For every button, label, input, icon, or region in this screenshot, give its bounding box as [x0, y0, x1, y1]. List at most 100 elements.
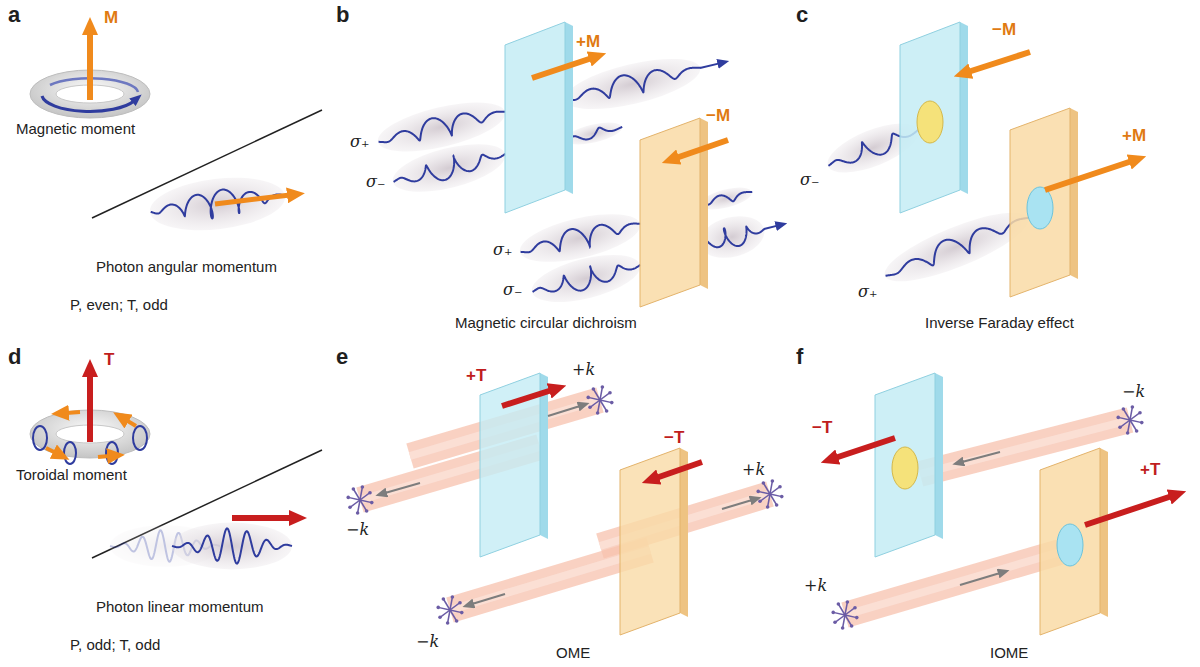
panel-letter: b: [336, 2, 349, 28]
helix-path: [521, 224, 641, 253]
toroidal-torus-part: [106, 442, 118, 464]
sample-plate-part: [917, 101, 943, 143]
sample-plate-part: [960, 22, 968, 194]
polarization-starburst-part: [1130, 420, 1137, 431]
wavevector-symbol: +k: [572, 360, 595, 379]
polarization-starburst-part: [458, 601, 462, 605]
toroidal-torus-part: [98, 456, 110, 457]
wavevector-arrow: [385, 406, 1000, 604]
polarization-starburst-part: [775, 503, 779, 507]
helix-path: [533, 265, 641, 292]
polarization-starburst: [831, 600, 858, 629]
wavevector-arrow-part: [960, 573, 1000, 585]
sample-plate-part: [935, 373, 943, 539]
sample-plate-part: [640, 118, 700, 307]
polarization-starburst-part: [608, 391, 612, 395]
moment-symbol: T: [104, 350, 114, 370]
polarization-starburst-part: [760, 494, 770, 501]
polarization-starburst-part: [1131, 405, 1135, 409]
polarization-symbol: σ₊: [350, 132, 369, 151]
sample-plate-part: [1070, 108, 1078, 279]
symmetry-note: P, odd; T, odd: [70, 636, 160, 654]
helix-path: [379, 112, 506, 143]
moment-arrow-part: [1045, 161, 1132, 190]
moment-symbol: +M: [1122, 126, 1146, 146]
magnetic-torus-part: [50, 78, 138, 92]
caption-text: Photon linear momentum: [96, 598, 264, 616]
polarization-starburst-part: [762, 481, 766, 485]
polarization-starburst-part: [778, 485, 782, 489]
polarization-starburst-part: [833, 620, 837, 624]
polarization-symbol: σ₋: [503, 280, 522, 299]
light-beam: [346, 385, 1143, 629]
packet-envelope: [388, 135, 510, 201]
polarization-starburst: [586, 385, 613, 414]
sample-plate-part: [1100, 448, 1108, 617]
toroidal-torus-part: [133, 426, 147, 450]
polarization-starburst-part: [360, 500, 367, 511]
polarization-starburst-part: [766, 505, 770, 509]
polarization-starburst-part: [346, 496, 350, 500]
sample-plate-part: [875, 373, 935, 557]
moment-arrow-part: [232, 515, 292, 521]
polarization-starburst-part: [361, 485, 365, 489]
moment-symbol: +T: [1140, 460, 1160, 480]
polarization-starburst-part: [605, 409, 609, 413]
helical-wave: [527, 246, 645, 311]
polarization-starburst-part: [831, 611, 835, 615]
panel-letter: d: [8, 344, 21, 370]
wavevector-symbol: +k: [804, 576, 827, 595]
polarization-starburst-part: [838, 604, 845, 615]
magnetic-torus-part: [87, 32, 93, 100]
polarization-starburst-part: [451, 595, 455, 599]
polarization-starburst-part: [756, 490, 760, 494]
moment-arrow-part: [532, 58, 592, 78]
polarization-symbol: σ₊: [858, 282, 877, 301]
helix-path: [394, 154, 506, 182]
polarization-starburst-part: [600, 393, 610, 400]
polarization-starburst-part: [460, 611, 464, 615]
wavevector-arrow-part: [472, 594, 505, 604]
sample-plate-part: [1027, 187, 1053, 229]
caption-text: Toroidal moment: [16, 466, 127, 484]
polarization-starburst-part: [446, 621, 450, 625]
panel-letter: f: [796, 344, 803, 370]
caption-text: OME: [556, 644, 590, 662]
polarization-starburst-part: [588, 405, 592, 409]
polarization-starburst-part: [593, 389, 600, 400]
polarization-starburst-part: [1116, 416, 1120, 420]
polarization-starburst-part: [770, 494, 777, 505]
polarization-starburst-part: [610, 401, 614, 405]
moment-arrow-part: [835, 438, 895, 458]
packet-envelope: [527, 246, 645, 311]
propagation-arrow: [700, 63, 719, 68]
helix-path: [886, 218, 1029, 276]
helix-path: [700, 192, 752, 205]
wavevector-symbol: −k: [346, 520, 369, 539]
wavevector-arrow-part: [962, 452, 1000, 462]
light-tube: [845, 552, 1060, 615]
moment-arrow-part: [502, 390, 552, 406]
sample-plate-part: [505, 22, 565, 213]
polarization-starburst-part: [586, 396, 590, 400]
polarization-starburst-part: [1138, 411, 1142, 415]
moment-arrow-part: [968, 52, 1030, 72]
polarization-starburst-part: [1120, 420, 1130, 427]
magnetic-torus: [30, 32, 150, 118]
polarization-starburst-part: [837, 602, 841, 606]
polarization-starburst-part: [353, 489, 360, 500]
toroidal-torus-part: [64, 442, 76, 464]
sample-plate-part: [680, 448, 688, 617]
polarization-starburst-part: [770, 487, 780, 494]
wave-path: [172, 528, 292, 563]
polarization-starburst-part: [352, 487, 356, 491]
sample-plate-part: [700, 118, 708, 289]
panel-letter: e: [336, 344, 348, 370]
sample-plate-part: [900, 22, 960, 213]
polarization-starburst-part: [758, 499, 762, 503]
sample-plate-part: [892, 447, 918, 489]
panel-letter: a: [8, 2, 20, 28]
polarization-starburst-part: [350, 500, 360, 507]
polarization-starburst: [436, 595, 463, 624]
